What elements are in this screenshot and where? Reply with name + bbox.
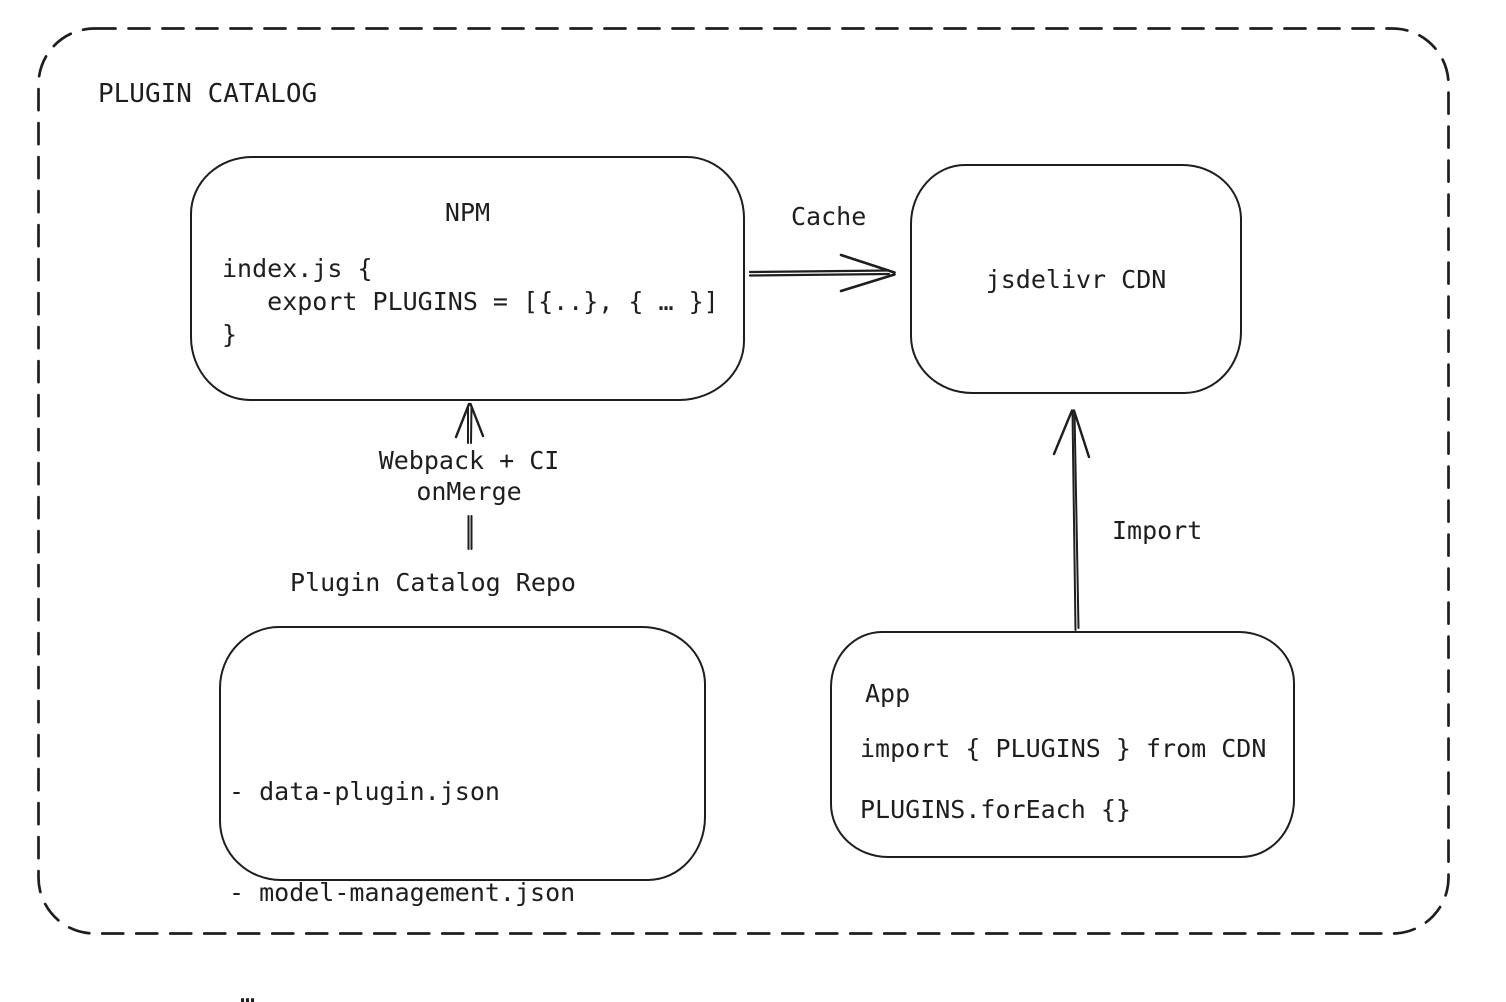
build-arrow-label: Webpack + CI onMerge — [378, 446, 560, 506]
repo-file-list: - data-plugin.json - model-management.js… — [229, 708, 575, 1002]
build-arrow — [454, 402, 485, 550]
repo-box: - data-plugin.json - model-management.js… — [219, 626, 706, 1002]
repo-file-item: … — [240, 979, 256, 1002]
app-box: App import { PLUGINS } from CDN PLUGINS.… — [830, 631, 1295, 858]
app-import-line: import { PLUGINS } from CDN — [860, 734, 1267, 763]
repo-file-item: - data-plugin.json — [229, 777, 500, 806]
import-arrow-label: Import — [1112, 516, 1203, 545]
app-foreach-line: PLUGINS.forEach {} — [860, 795, 1131, 824]
cache-arrow-label: Cache — [791, 202, 867, 231]
repo-file-item: - model-management.json — [229, 878, 576, 907]
app-title: App — [865, 679, 911, 708]
import-arrow — [1052, 409, 1091, 631]
repo-heading: Plugin Catalog Repo — [290, 568, 576, 597]
diagram-title: PLUGIN CATALOG — [98, 79, 318, 109]
cache-arrow — [748, 253, 896, 293]
cdn-box: jsdelivr CDN — [910, 164, 1242, 394]
npm-box: NPM index.js { export PLUGINS = [{..}, {… — [190, 156, 745, 401]
npm-code: index.js { export PLUGINS = [{..}, { … }… — [222, 254, 719, 349]
cdn-label: jsdelivr CDN — [985, 264, 1167, 294]
catalog-boundary — [37, 27, 1450, 935]
npm-title: NPM — [444, 198, 491, 227]
